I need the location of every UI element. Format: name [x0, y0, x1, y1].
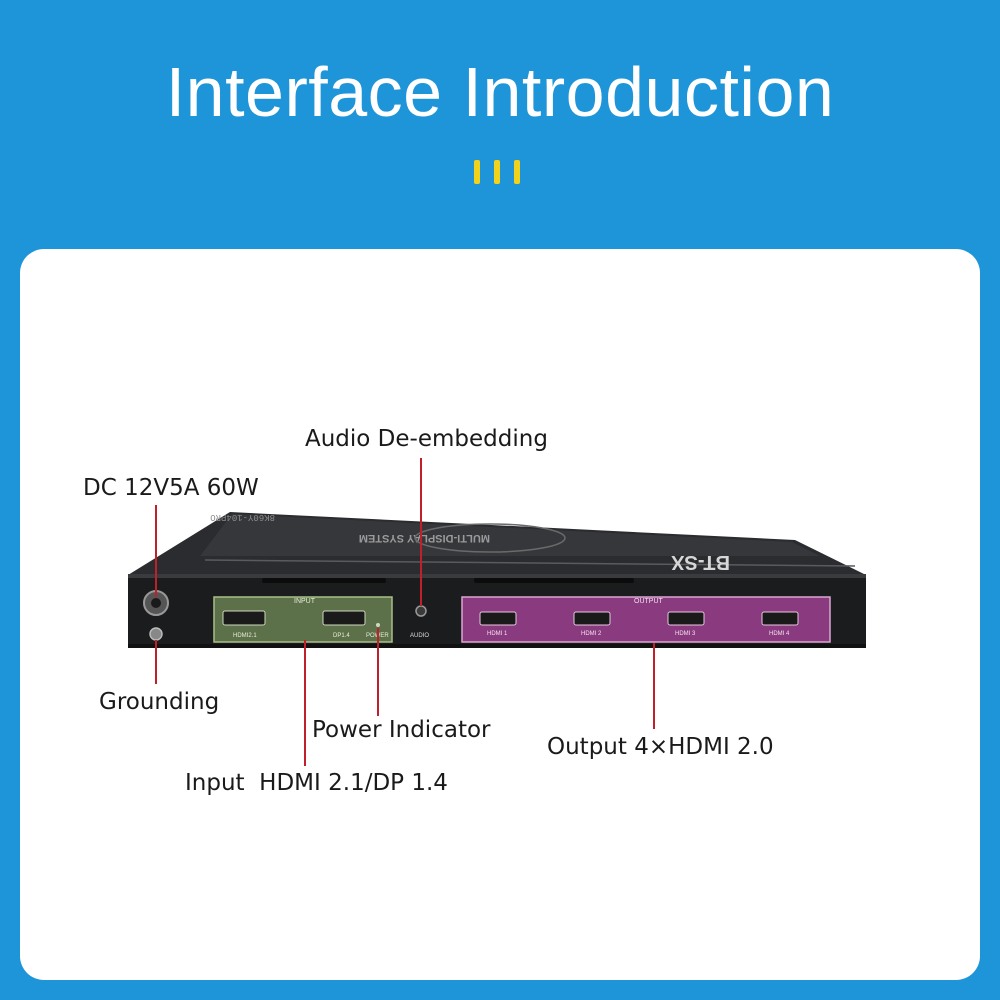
leader-ground — [155, 640, 157, 684]
dp-in-port — [322, 610, 366, 626]
hdmi-out-3-label: HDMI 3 — [675, 631, 696, 637]
callout-grounding: Grounding — [99, 689, 220, 715]
power-led — [376, 623, 380, 627]
callout-power-indicator: Power Indicator — [312, 717, 491, 743]
leader-output — [653, 643, 655, 729]
logo-text: MULTI-DISPLAY SYSTEM — [359, 532, 490, 544]
accent-mark — [494, 160, 500, 184]
hdmi-in-label: HDMI2.1 — [233, 633, 257, 639]
hdmi-in-port — [222, 610, 266, 626]
leader-audio — [420, 458, 422, 606]
hdmi-out-2-label: HDMI 2 — [581, 631, 602, 637]
hdmi-out-1-port — [479, 611, 517, 626]
input-group-label: INPUT — [294, 598, 316, 605]
audio-jack — [415, 605, 427, 617]
hdmi-out-4-label: HDMI 4 — [769, 631, 790, 637]
title-decoration — [474, 160, 520, 184]
accent-mark — [474, 160, 480, 184]
callout-output: Output 4×HDMI 2.0 — [547, 734, 774, 760]
accent-mark — [514, 160, 520, 184]
hdmi-out-3-port — [667, 611, 705, 626]
ground-screw — [149, 627, 163, 641]
dp-in-label: DP1.4 — [333, 633, 350, 639]
model-text: 8K60Y-104PRO — [210, 512, 275, 522]
hdmi-out-4-port — [761, 611, 799, 626]
audio-label: AUDIO — [410, 633, 429, 639]
brand-logo: BT-SX — [670, 551, 730, 573]
callout-audio: Audio De-embedding — [305, 426, 548, 452]
hdmi-out-2-port — [573, 611, 611, 626]
page-title: Interface Introduction — [165, 53, 835, 131]
leader-input — [304, 640, 306, 766]
hdmi-out-1-label: HDMI 1 — [487, 631, 508, 637]
leader-dc — [155, 505, 157, 597]
output-group-label: OUTPUT — [634, 598, 664, 605]
leader-power — [377, 628, 379, 716]
callout-input: Input HDMI 2.1/DP 1.4 — [185, 770, 448, 796]
callout-dc: DC 12V5A 60W — [83, 475, 259, 501]
